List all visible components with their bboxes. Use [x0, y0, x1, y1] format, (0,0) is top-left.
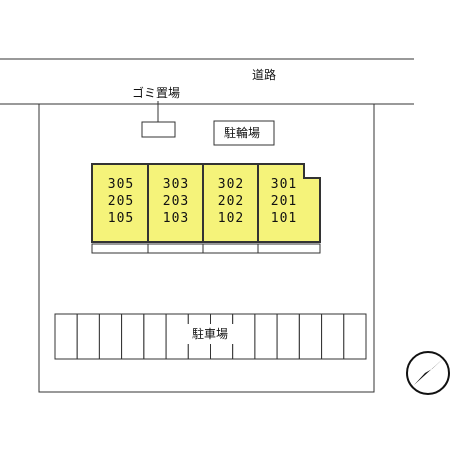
unit-number: 302	[217, 177, 245, 192]
unit-column-3: 302 202 102	[204, 176, 258, 227]
parking-space	[143, 313, 167, 360]
parking-space	[298, 313, 323, 360]
bicycle-parking-label: 駐輪場	[224, 126, 261, 140]
parking-space	[343, 313, 367, 360]
unit-column-1: 305 205 105	[94, 176, 148, 227]
unit-column-2: 303 203 103	[149, 176, 203, 227]
unit-number: 201	[270, 194, 298, 209]
north-arrow-icon	[406, 351, 450, 395]
balcony-strip	[91, 243, 321, 254]
parking-space	[98, 313, 123, 360]
unit-column-4: 301 201 101	[259, 176, 309, 227]
unit-number: 303	[162, 177, 190, 192]
parking-space	[276, 313, 300, 360]
unit-number: 105	[107, 211, 135, 226]
unit-number: 205	[107, 194, 135, 209]
parking-space	[121, 313, 145, 360]
garbage-area-label: ゴミ置場	[132, 86, 181, 100]
parking-space	[54, 313, 78, 360]
road-label: 道路	[252, 68, 277, 82]
unit-number: 305	[107, 177, 135, 192]
unit-number: 202	[217, 194, 245, 209]
car-parking-label-box	[176, 324, 238, 344]
unit-number: 101	[270, 211, 298, 226]
unit-number: 103	[162, 211, 190, 226]
parking-space	[254, 313, 278, 360]
car-parking-label: 駐車場	[192, 327, 229, 341]
unit-number: 102	[217, 211, 245, 226]
unit-number: 301	[270, 177, 298, 192]
parking-space	[76, 313, 100, 360]
parking-space	[321, 313, 345, 360]
unit-number: 203	[162, 194, 190, 209]
site-boundary	[38, 104, 375, 393]
bicycle-parking-box	[213, 120, 275, 146]
garbage-area-box	[141, 121, 176, 138]
